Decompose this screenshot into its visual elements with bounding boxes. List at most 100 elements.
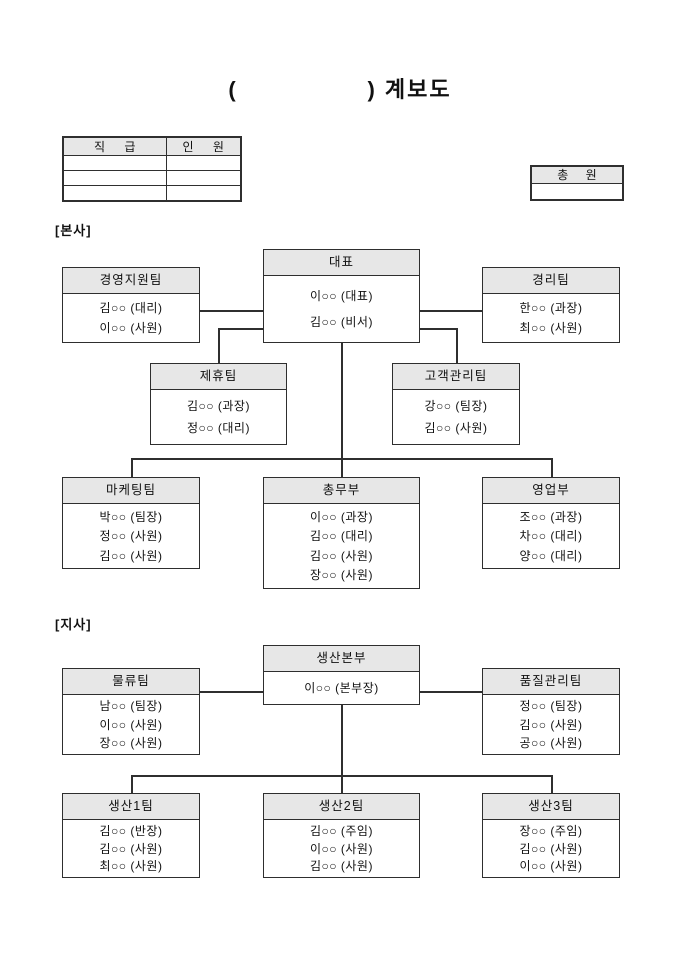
orgbox-production-team3: 생산3팀 장○○ (주임) 김○○ (사원) 이○○ (사원) <box>482 793 620 878</box>
orgbox-members: 장○○ (주임) 김○○ (사원) 이○○ (사원) <box>483 820 619 877</box>
count-cell-empty[interactable] <box>165 185 242 202</box>
member-line: 김○○ (사원) <box>424 421 488 436</box>
orgbox-header: 생산1팀 <box>63 794 199 820</box>
rank-cell-empty[interactable] <box>62 155 167 171</box>
rank-cell-empty[interactable] <box>62 170 167 186</box>
orgbox-members: 이○○ (과장) 김○○ (대리) 김○○ (사원) 장○○ (사원) <box>264 504 419 588</box>
member-line: 김○○ (사원) <box>310 548 373 563</box>
connector-line <box>218 328 263 330</box>
orgbox-management-support: 경영지원팀 김○○ (대리) 이○○ (사원) <box>62 267 200 343</box>
orgbox-members: 한○○ (과장) 최○○ (사원) <box>483 294 619 342</box>
member-line: 장○○ (사원) <box>310 568 373 583</box>
orgbox-accounting: 경리팀 한○○ (과장) 최○○ (사원) <box>482 267 620 343</box>
member-line: 김○○ (반장) <box>99 823 163 838</box>
section-label-branch: [지사] <box>55 617 92 632</box>
connector-line <box>420 310 482 312</box>
member-line: 김○○ (사원) <box>519 717 583 732</box>
orgbox-members: 강○○ (팀장) 김○○ (사원) <box>393 390 519 444</box>
orgbox-quality-control: 품질관리팀 정○○ (팀장) 김○○ (사원) 공○○ (사원) <box>482 668 620 755</box>
member-line: 남○○ (팀장) <box>99 699 163 714</box>
member-line: 이○○ (과장) <box>310 509 373 524</box>
member-line: 김○○ (대리) <box>310 529 373 544</box>
member-line: 조○○ (과장) <box>519 509 583 524</box>
member-line: 박○○ (팀장) <box>99 509 163 524</box>
member-line: 김○○ (주임) <box>310 823 373 838</box>
orgbox-header: 영업부 <box>483 478 619 504</box>
connector-line <box>420 691 482 693</box>
member-line: 이○○ (사원) <box>99 321 163 336</box>
orgbox-members: 김○○ (반장) 김○○ (사원) 최○○ (사원) <box>63 820 199 877</box>
connector-line <box>131 458 133 477</box>
member-line: 장○○ (사원) <box>99 735 163 750</box>
member-line: 김○○ (대리) <box>99 300 163 315</box>
connector-line <box>341 775 343 793</box>
member-line: 차○○ (대리) <box>519 529 583 543</box>
orgbox-partnership: 제휴팀 김○○ (과장) 정○○ (대리) <box>150 363 287 445</box>
member-line: 김○○ (사원) <box>519 841 583 856</box>
table-row <box>62 185 242 202</box>
rank-cell-empty[interactable] <box>62 185 167 202</box>
member-line: 김○○ (비서) <box>310 315 373 330</box>
member-line: 정○○ (대리) <box>187 421 250 436</box>
orgbox-members: 이○○ (본부장) <box>264 672 419 704</box>
orgbox-customer-management: 고객관리팀 강○○ (팀장) 김○○ (사원) <box>392 363 520 445</box>
table-row <box>62 170 242 186</box>
member-line: 최○○ (사원) <box>519 321 583 336</box>
member-line: 정○○ (사원) <box>99 529 163 543</box>
orgbox-general-affairs: 총무부 이○○ (과장) 김○○ (대리) 김○○ (사원) 장○○ (사원) <box>263 477 420 589</box>
member-line: 김○○ (사원) <box>99 841 163 856</box>
count-cell-empty[interactable] <box>165 170 242 186</box>
orgbox-header: 고객관리팀 <box>393 364 519 390</box>
connector-line <box>218 328 220 363</box>
orgbox-production-hq: 생산본부 이○○ (본부장) <box>263 645 420 705</box>
orgbox-header: 생산3팀 <box>483 794 619 820</box>
member-line: 이○○ (사원) <box>519 859 583 874</box>
orgbox-header: 마케팅팀 <box>63 478 199 504</box>
rank-column-header: 직 급 <box>62 136 167 156</box>
orgbox-header: 품질관리팀 <box>483 669 619 695</box>
orgbox-marketing: 마케팅팀 박○○ (팀장) 정○○ (사원) 김○○ (사원) <box>62 477 200 569</box>
orgbox-header: 제휴팀 <box>151 364 286 390</box>
orgbox-production-team1: 생산1팀 김○○ (반장) 김○○ (사원) 최○○ (사원) <box>62 793 200 878</box>
orgbox-members: 이○○ (대표) 김○○ (비서) <box>264 276 419 342</box>
section-label-headquarters: [본사] <box>55 223 92 238</box>
orgbox-header: 물류팀 <box>63 669 199 695</box>
connector-line <box>456 328 458 363</box>
member-line: 양○○ (대리) <box>519 548 583 563</box>
orgbox-production-team2: 생산2팀 김○○ (주임) 이○○ (사원) 김○○ (사원) <box>263 793 420 878</box>
member-line: 김○○ (사원) <box>99 548 163 563</box>
connector-line <box>200 310 263 312</box>
member-line: 장○○ (주임) <box>519 823 583 838</box>
total-box: 총 원 <box>530 165 624 201</box>
orgbox-header: 생산2팀 <box>264 794 419 820</box>
member-line: 김○○ (과장) <box>187 398 250 413</box>
connector-line <box>200 691 263 693</box>
orgbox-members: 남○○ (팀장) 이○○ (사원) 장○○ (사원) <box>63 695 199 754</box>
orgbox-members: 박○○ (팀장) 정○○ (사원) 김○○ (사원) <box>63 504 199 568</box>
connector-line <box>341 343 343 458</box>
member-line: 한○○ (과장) <box>519 300 583 315</box>
orgbox-header: 생산본부 <box>264 646 419 672</box>
page-title: ( ) 계보도 <box>228 77 452 102</box>
connector-line <box>131 775 133 793</box>
orgbox-members: 김○○ (주임) 이○○ (사원) 김○○ (사원) <box>264 820 419 877</box>
connector-line <box>551 775 553 793</box>
connector-line <box>341 705 343 775</box>
total-box-empty-cell[interactable] <box>532 184 622 199</box>
table-row <box>62 155 242 171</box>
member-line: 김○○ (사원) <box>310 859 373 874</box>
connector-line <box>420 328 456 330</box>
orgbox-members: 김○○ (대리) 이○○ (사원) <box>63 294 199 342</box>
orgbox-members: 김○○ (과장) 정○○ (대리) <box>151 390 286 444</box>
member-line: 이○○ (대표) <box>310 288 373 303</box>
orgbox-header: 대표 <box>264 250 419 276</box>
count-cell-empty[interactable] <box>165 155 242 171</box>
member-line: 정○○ (팀장) <box>519 699 583 714</box>
orgbox-header: 경영지원팀 <box>63 268 199 294</box>
total-box-header: 총 원 <box>532 167 622 184</box>
orgbox-sales: 영업부 조○○ (과장) 차○○ (대리) 양○○ (대리) <box>482 477 620 569</box>
connector-line <box>341 458 343 477</box>
member-line: 강○○ (팀장) <box>424 398 488 413</box>
member-line: 이○○ (사원) <box>99 717 163 732</box>
